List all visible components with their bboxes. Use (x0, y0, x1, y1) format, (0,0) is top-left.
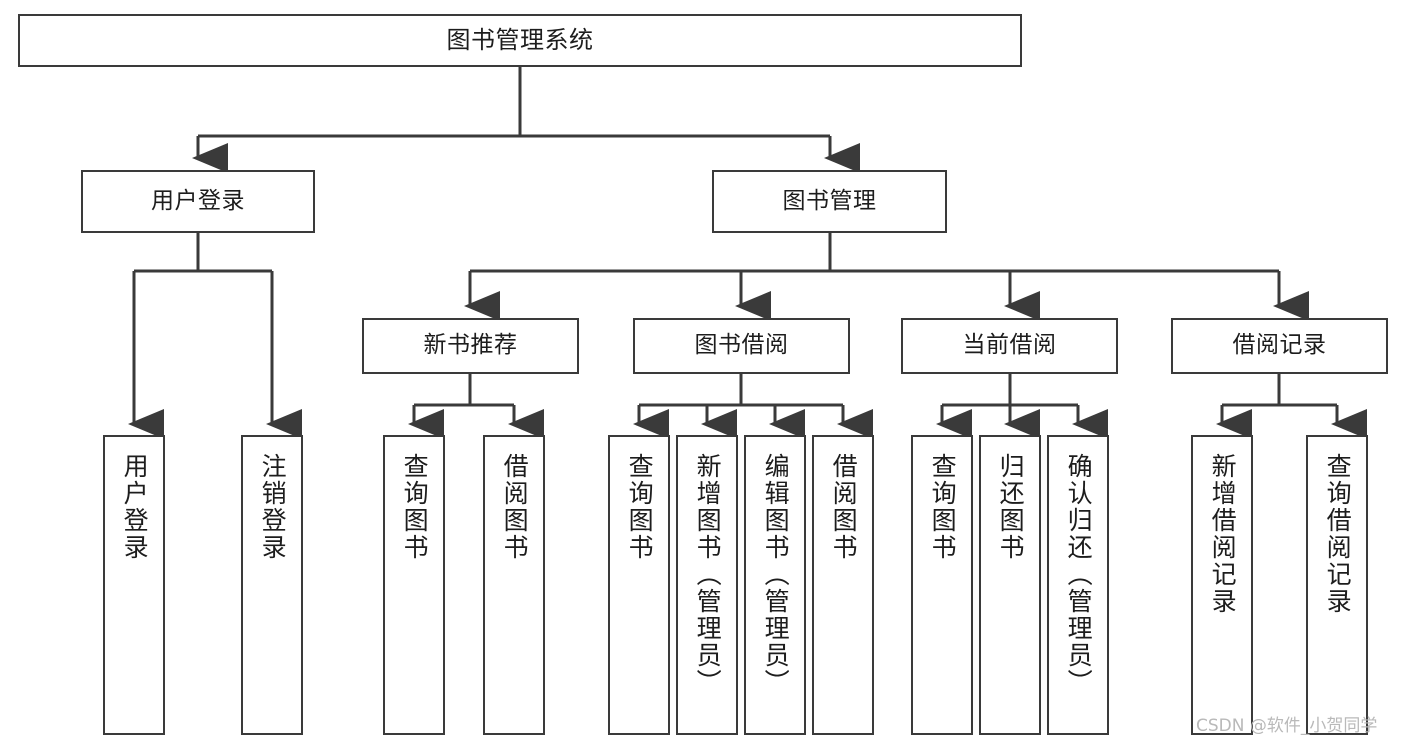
node-leaf-add-book[interactable]: 新增图书（管理员） (676, 435, 738, 735)
node-label: 当前借阅 (962, 332, 1057, 359)
node-label: 图书管理 (782, 187, 877, 214)
node-label: 借阅记录 (1232, 332, 1327, 359)
node-label: 用户登录 (151, 187, 245, 214)
node-book-borrow[interactable]: 图书借阅 (633, 318, 850, 374)
node-user-login[interactable]: 用户登录 (81, 170, 315, 233)
node-label: 查询图书 (400, 453, 430, 561)
node-leaf-query-record[interactable]: 查询借阅记录 (1306, 435, 1368, 735)
node-label: 新增借阅记录 (1208, 453, 1238, 615)
node-label: 编辑图书（管理员） (761, 453, 791, 696)
node-leaf-query-book-2[interactable]: 查询图书 (608, 435, 670, 735)
node-label: 借阅图书 (500, 453, 530, 561)
node-leaf-query-book-1[interactable]: 查询图书 (383, 435, 445, 735)
node-borrow-record[interactable]: 借阅记录 (1171, 318, 1388, 374)
node-label: 用户登录 (120, 453, 150, 561)
node-leaf-edit-book[interactable]: 编辑图书（管理员） (744, 435, 806, 735)
node-new-book-recommend[interactable]: 新书推荐 (362, 318, 579, 374)
node-label: 确认归还（管理员） (1064, 453, 1094, 696)
node-label: 查询图书 (928, 453, 958, 561)
node-leaf-borrow-book-1[interactable]: 借阅图书 (483, 435, 545, 735)
node-leaf-user-login[interactable]: 用户登录 (103, 435, 165, 735)
node-book-management[interactable]: 图书管理 (712, 170, 947, 233)
node-current-borrow[interactable]: 当前借阅 (901, 318, 1118, 374)
node-leaf-return-book[interactable]: 归还图书 (979, 435, 1041, 735)
node-label: 图书借阅 (694, 332, 789, 359)
node-label: 查询图书 (625, 453, 655, 561)
node-label: 新书推荐 (423, 332, 518, 359)
node-label: 归还图书 (996, 453, 1026, 561)
node-leaf-borrow-book-2[interactable]: 借阅图书 (812, 435, 874, 735)
node-root-book-management-system[interactable]: 图书管理系统 (18, 14, 1022, 67)
node-leaf-logout-login[interactable]: 注销登录 (241, 435, 303, 735)
node-leaf-add-record[interactable]: 新增借阅记录 (1191, 435, 1253, 735)
node-label: 图书管理系统 (446, 26, 594, 55)
node-label: 借阅图书 (829, 453, 859, 561)
node-label: 注销登录 (258, 453, 288, 561)
node-leaf-query-book-3[interactable]: 查询图书 (911, 435, 973, 735)
node-label: 查询借阅记录 (1323, 453, 1353, 615)
node-label: 新增图书（管理员） (693, 453, 723, 696)
node-leaf-confirm-return[interactable]: 确认归还（管理员） (1047, 435, 1109, 735)
